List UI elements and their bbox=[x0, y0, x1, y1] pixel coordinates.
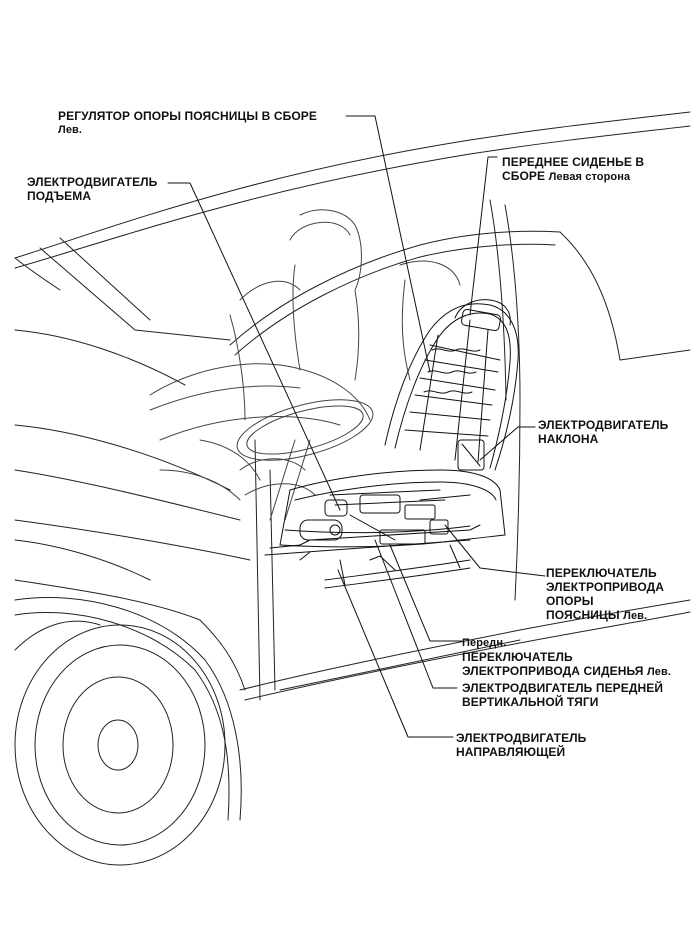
label-lumbar-support: РЕГУЛЯТОР ОПОРЫ ПОЯСНИЦЫ В СБОРЕ Лев. bbox=[58, 109, 318, 136]
label-lumbar-switch: ПЕРЕКЛЮЧАТЕЛЬ ЭЛЕКТРОПРИВОДА ОПОРЫ ПОЯСН… bbox=[546, 566, 665, 622]
label-seat-switch: Передн. ПЕРЕКЛЮЧАТЕЛЬ ЭЛЕКТРОПРИВОДА СИД… bbox=[462, 637, 671, 678]
label-slide-motor: ЭЛЕКТРОДВИГАТЕЛЬ НАПРАВЛЯЮЩЕЙ bbox=[456, 731, 587, 759]
label-recline-motor: ЭЛЕКТРОДВИГАТЕЛЬ НАКЛОНА bbox=[538, 418, 669, 446]
leader-lines bbox=[167, 115, 546, 738]
label-front-seat-assembly: ПЕРЕДНЕЕ СИДЕНЬЕ В СБОРЕ Левая сторона bbox=[502, 155, 645, 183]
label-lifter-motor: ЭЛЕКТРОДВИГАТЕЛЬ ПОДЪЕМА bbox=[27, 175, 158, 203]
interior-background bbox=[149, 209, 461, 521]
front-seat-frame bbox=[264, 299, 519, 589]
car-body bbox=[14, 111, 691, 866]
label-front-vertical-motor: ЭЛЕКТРОДВИГАТЕЛЬ ПЕРЕДНЕЙ ВЕРТИКАЛЬНОЙ Т… bbox=[462, 681, 664, 709]
